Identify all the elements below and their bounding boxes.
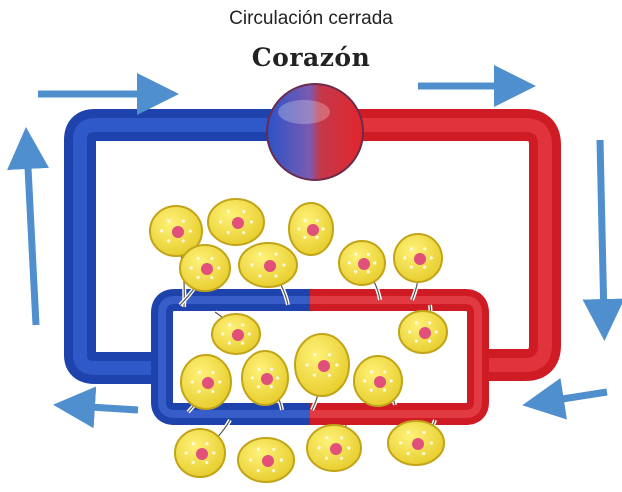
flow-arrow-icon (600, 140, 604, 320)
cell-icon (208, 199, 264, 245)
tissue-cells (150, 199, 447, 482)
heart-icon (267, 84, 363, 180)
flow-arrow-icon (543, 392, 607, 402)
cell-icon (307, 425, 361, 471)
cell-icon (289, 203, 333, 255)
cell-icon (242, 351, 288, 410)
flow-arrow-icon (74, 406, 138, 410)
cell-icon (238, 438, 294, 482)
cell-icon (354, 356, 402, 406)
cell-icon (399, 305, 447, 353)
cell-icon (295, 334, 349, 410)
flow-arrow-icon (27, 148, 36, 325)
cell-icon (212, 312, 260, 354)
cell-icon (388, 420, 444, 465)
cell-icon (175, 420, 230, 477)
